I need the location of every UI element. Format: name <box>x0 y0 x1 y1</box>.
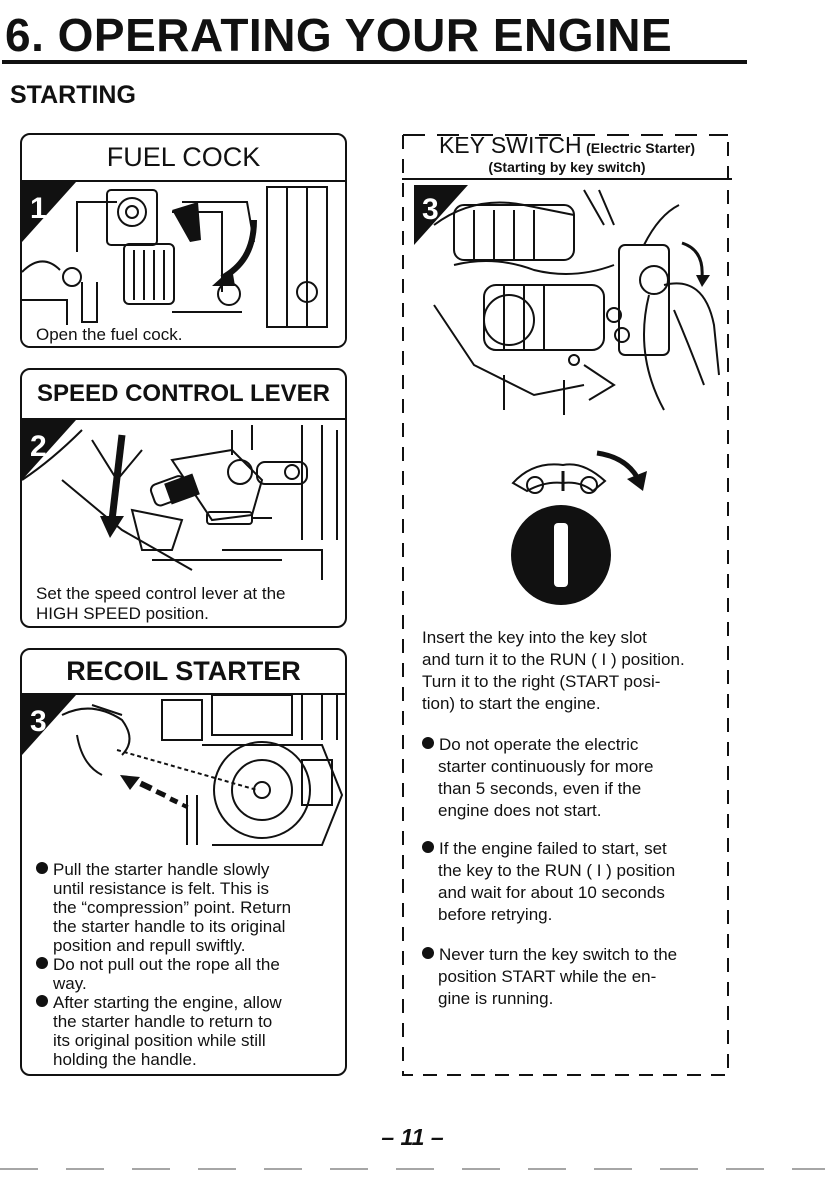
bullet-dot-icon <box>36 862 48 874</box>
recoil-starter-illustration: 3 <box>22 695 345 852</box>
key-bullet-3-line-1: Never turn the key switch to the <box>422 944 677 965</box>
recoil-bullet-3-line-2: the starter handle to return to <box>53 1012 273 1031</box>
key-bullet-3-line-2: position START while the en- <box>438 967 657 986</box>
speed-lever-panel: SPEED CONTROL LEVER <box>20 368 347 628</box>
svg-text:3: 3 <box>30 705 47 738</box>
step-badge-icon: 1 <box>22 182 76 242</box>
recoil-bullet-1-line-1: Pull the starter handle slowly <box>36 860 269 880</box>
recoil-bullet-3-line-4: holding the handle. <box>53 1050 197 1069</box>
key-switch-heading: KEY SWITCH (Electric Starter) <box>438 132 696 158</box>
svg-text:3: 3 <box>422 193 439 226</box>
bottom-rule <box>0 1168 825 1170</box>
key-switch-subheading: (Starting by key switch) <box>488 159 646 175</box>
key-bullet-1-line-2: starter continuously for more <box>438 757 654 776</box>
recoil-bullet-3-line-3: its original position while still <box>53 1031 266 1050</box>
key-intro-line-2: and turn it to the RUN ( I ) position. <box>422 650 685 669</box>
page-title: 6. OPERATING YOUR ENGINE <box>5 9 673 61</box>
speed-lever-caption-line-1: Set the speed control lever at the <box>36 584 286 603</box>
key-bullet-1-line-1: Do not operate the electric <box>422 734 638 755</box>
page-number: – 11 – <box>381 1124 444 1150</box>
svg-text:1: 1 <box>30 192 47 225</box>
key-bullet-2-line-1: If the engine failed to start, set <box>422 838 667 859</box>
speed-lever-heading: SPEED CONTROL LEVER <box>22 370 345 420</box>
recoil-starter-panel: RECOIL STARTER <box>20 648 347 1076</box>
key-switch-illustration: 3 <box>414 185 732 420</box>
bullet-dot-icon <box>36 995 48 1007</box>
section-heading: STARTING <box>10 81 136 109</box>
recoil-bullet-1-line-4: the starter handle to its original <box>53 917 286 936</box>
fuel-cock-heading: FUEL COCK <box>22 135 345 182</box>
key-bullet-1-line-3: than 5 seconds, even if the <box>438 779 642 798</box>
speed-lever-caption-line-2: HIGH SPEED position. <box>36 604 209 623</box>
fuel-cock-caption: Open the fuel cock. <box>36 325 187 345</box>
step-badge-icon: 2 <box>22 420 76 480</box>
title-rule <box>2 60 747 64</box>
recoil-bullet-1-line-3: the “compression” point. Return <box>53 898 292 917</box>
key-bullet-2-line-3: and wait for about 10 seconds <box>438 883 665 902</box>
key-switch-frame <box>402 134 729 1076</box>
bullet-dot-icon <box>422 841 434 853</box>
key-dial-diagram <box>505 443 665 608</box>
recoil-bullet-2-line-2: way. <box>53 974 87 993</box>
bullet-dot-icon <box>422 737 434 749</box>
recoil-bullet-1-line-5: position and repull swiftly. <box>53 936 246 955</box>
recoil-bullet-2-line-1: Do not pull out the rope all the <box>36 955 280 975</box>
key-intro-line-3: Turn it to the right (START posi- <box>422 672 661 691</box>
key-bullet-2-line-4: before retrying. <box>438 905 553 924</box>
bullet-dot-icon <box>422 947 434 959</box>
bullet-dot-icon <box>36 957 48 969</box>
key-bullet-3-line-3: gine is running. <box>438 989 554 1008</box>
key-intro-line-1: Insert the key into the key slot <box>422 628 647 647</box>
fuel-cock-panel: FUEL COCK <box>20 133 347 348</box>
key-intro-line-4: tion) to start the engine. <box>422 694 601 713</box>
key-bullet-1-line-4: engine does not start. <box>438 801 602 820</box>
speed-lever-illustration: 2 <box>22 420 345 580</box>
recoil-bullet-1-line-2: until resistance is felt. This is <box>53 879 270 898</box>
key-bullet-2-line-2: the key to the RUN ( I ) position <box>438 861 676 880</box>
recoil-bullet-3-line-1: After starting the engine, allow <box>36 993 282 1013</box>
key-switch-heading-box: KEY SWITCH (Electric Starter) (Starting … <box>402 130 732 180</box>
recoil-starter-heading: RECOIL STARTER <box>22 650 345 695</box>
fuel-cock-illustration: 1 Open the fuel cock. <box>22 182 345 346</box>
step-badge-icon: 3 <box>22 695 76 755</box>
svg-text:2: 2 <box>30 430 47 463</box>
